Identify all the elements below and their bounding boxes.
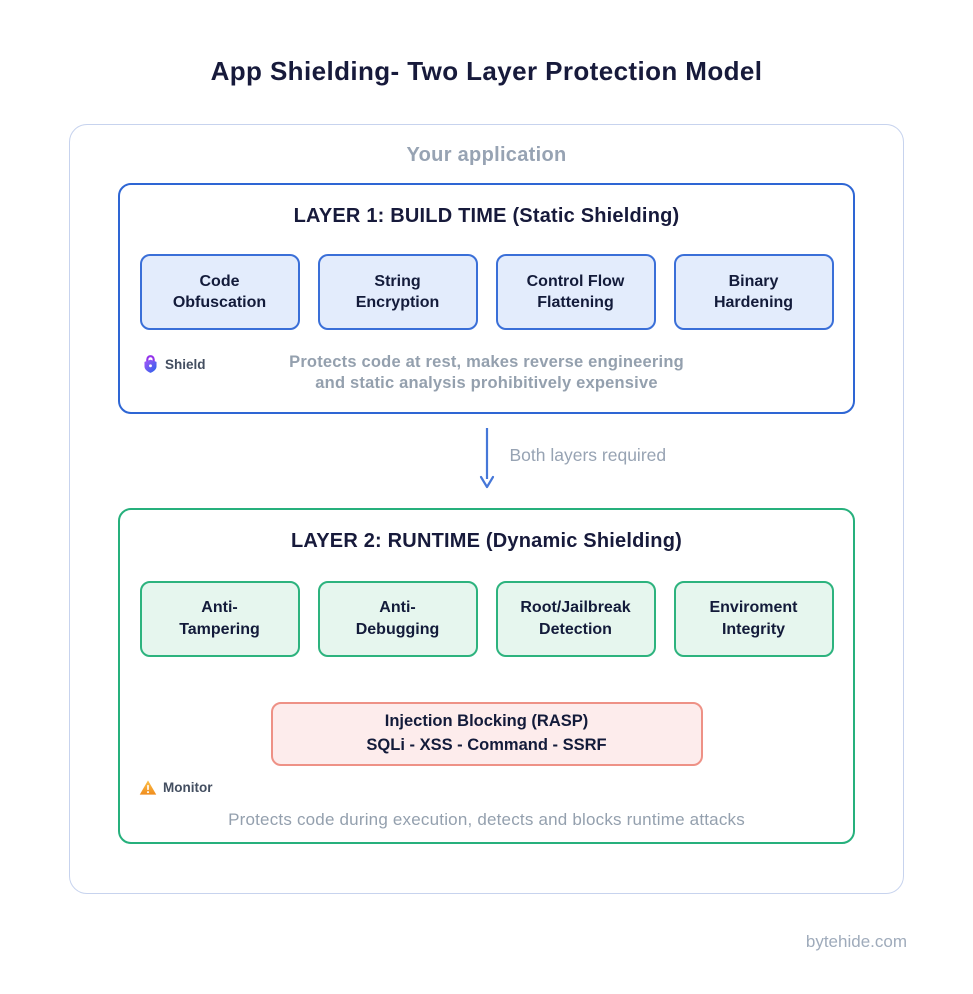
injection-blocking-box: Injection Blocking (RASP) SQLi - XSS - C… [270, 701, 703, 766]
box-label: Tampering [179, 620, 260, 638]
box-label: Enviroment [709, 599, 798, 617]
layer1-description: Protects code at rest, makes reverse eng… [289, 353, 684, 392]
infographic: App Shielding- Two Layer Protection Mode… [69, 56, 907, 951]
feature-box-environment-integrity: Enviroment Integrity [673, 580, 834, 657]
monitor-badge: Monitor [139, 779, 853, 796]
warning-icon [139, 779, 157, 795]
feature-box-control-flow-flattening: Control Flow Flattening [495, 254, 656, 330]
feature-box-code-obfuscation: Code Obfuscation [139, 254, 300, 330]
box-label: Hardening [713, 294, 794, 311]
box-label: Anti- [379, 599, 416, 617]
connector-label: Both layers required [509, 444, 667, 465]
box-label: Integrity [721, 620, 786, 638]
layer2-box-row: Anti- Tampering Anti- Debugging Root/Jai… [120, 580, 853, 657]
connector: Both layers required [70, 414, 903, 508]
injection-box-subtitle: SQLi - XSS - Command - SSRF [366, 735, 607, 754]
box-label: Encryption [355, 294, 440, 311]
app-frame-label: Your application [406, 144, 567, 166]
box-label: Root/Jailbreak [520, 599, 631, 617]
layer2-heading: LAYER 2: RUNTIME (Dynamic Shielding) [291, 529, 682, 552]
box-label: Flattening [537, 294, 614, 311]
monitor-badge-label: Monitor [163, 779, 213, 795]
layer1-card: LAYER 1: BUILD TIME (Static Shielding) C… [118, 183, 855, 414]
feature-box-root-jailbreak-detection: Root/Jailbreak Detection [495, 580, 656, 657]
site-label: bytehide.com [805, 932, 907, 951]
box-label: Code [199, 272, 240, 290]
box-label: Debugging [355, 620, 440, 638]
feature-box-binary-hardening: Binary Hardening [673, 254, 834, 330]
box-label: Obfuscation [172, 294, 267, 311]
layer2-card: LAYER 2: RUNTIME (Dynamic Shielding) Ant… [118, 507, 855, 844]
box-label: Detection [539, 620, 612, 638]
shield-badge: Shield [142, 354, 206, 374]
layer1-box-row: Code Obfuscation String Encryption Contr… [120, 254, 853, 330]
app-frame: Your application LAYER 1: BUILD TIME (St… [69, 124, 904, 894]
box-label: Control Flow [526, 272, 625, 290]
box-label: Anti- [201, 599, 238, 617]
feature-box-anti-tampering: Anti- Tampering [139, 580, 300, 657]
shield-lock-icon [144, 355, 157, 373]
box-label: Binary [728, 272, 779, 290]
layer1-heading: LAYER 1: BUILD TIME (Static Shielding) [293, 205, 680, 227]
shield-badge-label: Shield [165, 356, 206, 372]
feature-box-anti-debugging: Anti- Debugging [317, 580, 478, 657]
layer1-footer: Shield Protects code at rest, makes reve… [120, 352, 853, 394]
layer2-description: Protects code during execution, detects … [228, 809, 745, 829]
page-title: App Shielding- Two Layer Protection Mode… [210, 56, 763, 86]
feature-box-string-encryption: String Encryption [317, 254, 478, 330]
injection-box-title: Injection Blocking (RASP) [384, 712, 589, 731]
arrow-down-icon [479, 427, 494, 488]
box-label: String [374, 272, 421, 290]
